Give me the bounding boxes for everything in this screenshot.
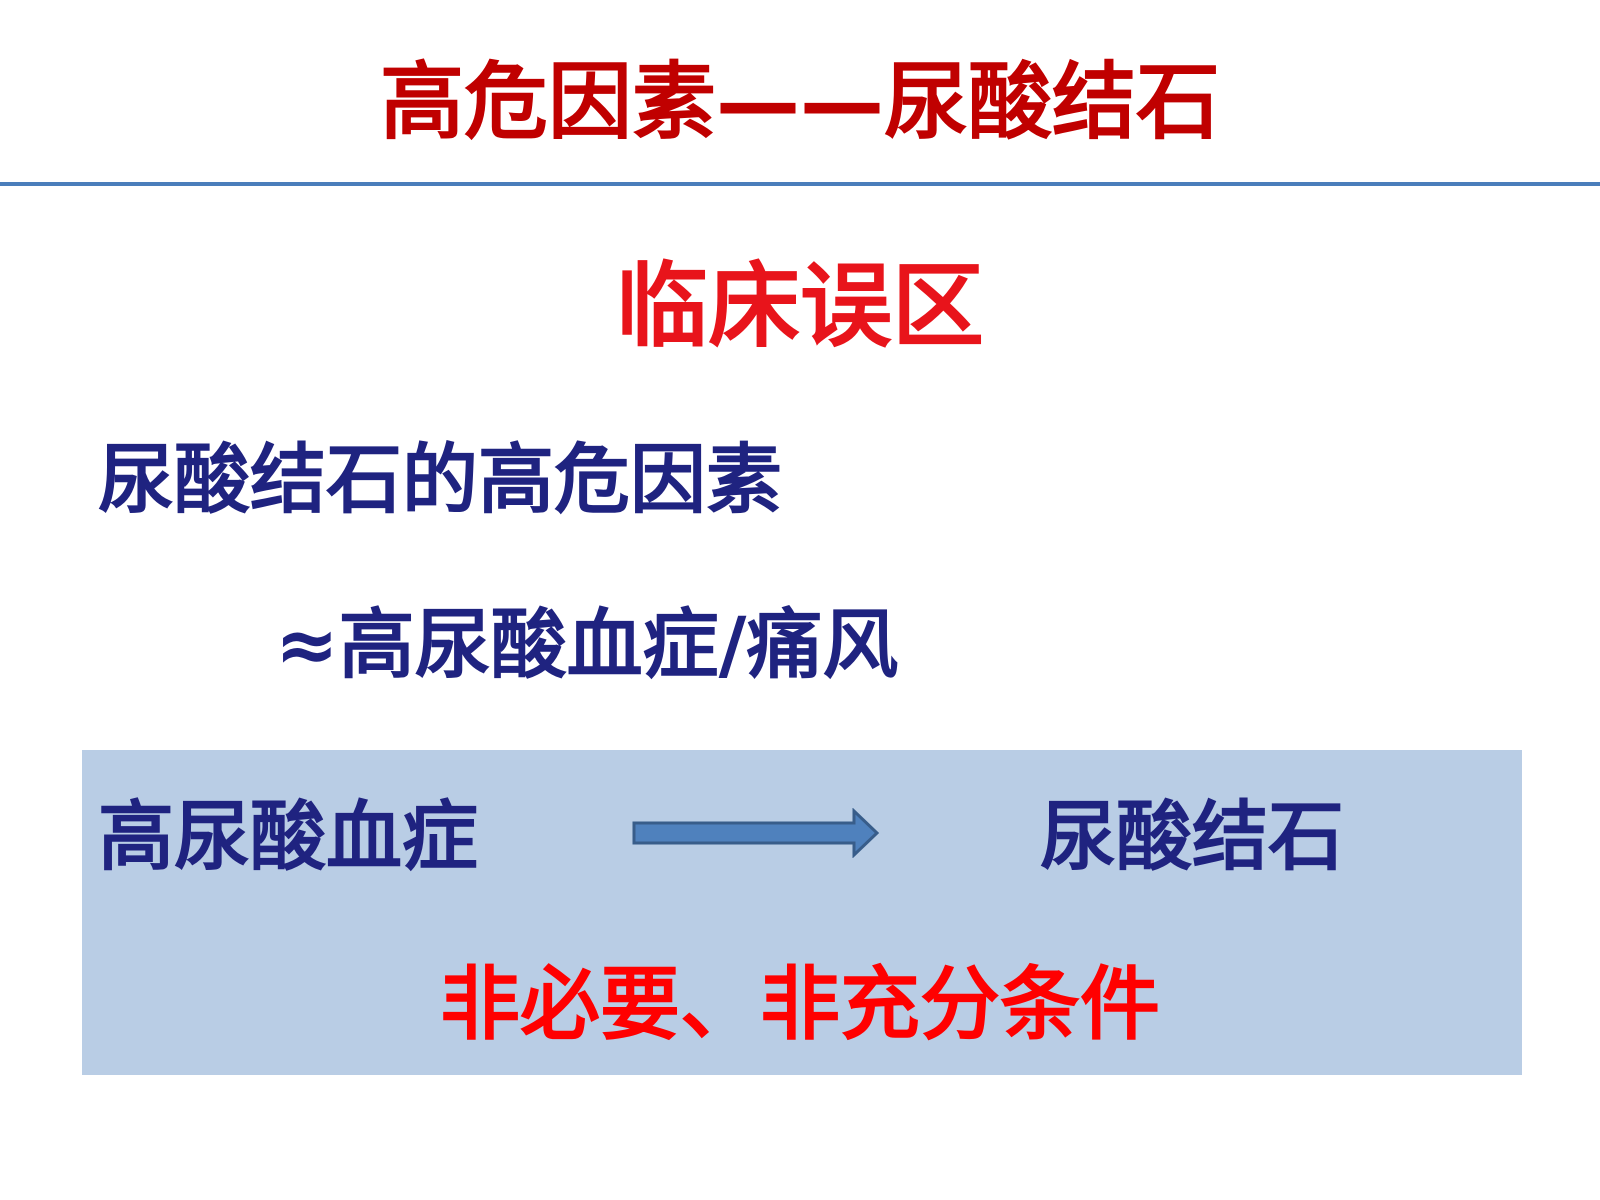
misconception-statement: 尿酸结石的高危因素	[98, 435, 782, 524]
right-arrow-icon	[632, 808, 880, 858]
relation-effect: 尿酸结石	[1040, 792, 1344, 881]
relation-conclusion: 非必要、非充分条件	[440, 958, 1160, 1051]
relation-panel	[82, 750, 1522, 1075]
relation-cause: 高尿酸血症	[98, 792, 478, 881]
title-divider	[0, 182, 1600, 186]
slide-title: 高危因素——尿酸结石	[379, 53, 1220, 151]
misconception-equivalence: ≈高尿酸血症/痛风	[275, 600, 899, 689]
section-heading: 临床误区	[615, 253, 984, 360]
